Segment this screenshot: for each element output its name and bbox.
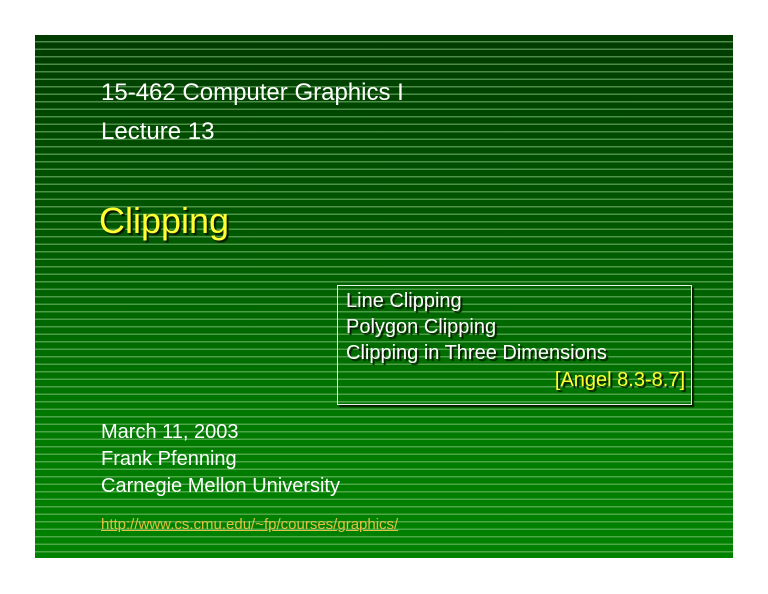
author-name: Frank Pfenning [101,448,237,470]
course-title: 15-462 Computer Graphics I [101,79,404,106]
slide: 15-462 Computer Graphics I Lecture 13 Cl… [35,35,733,558]
topic-3d-clipping: Clipping in Three Dimensions [346,342,607,364]
course-url-link[interactable]: http://www.cs.cmu.edu/~fp/courses/graphi… [101,516,399,533]
institution: Carnegie Mellon University [101,475,340,497]
slide-title: Clipping [99,200,230,241]
topic-polygon-clipping: Polygon Clipping [346,316,497,338]
textbook-reference: [Angel 8.3-8.7] [554,369,685,391]
lecture-number: Lecture 13 [101,118,215,145]
topics-box: Line Clipping Polygon Clipping Clipping … [337,285,692,405]
topic-line-clipping: Line Clipping [346,290,462,312]
lecture-date: March 11, 2003 [101,421,239,443]
